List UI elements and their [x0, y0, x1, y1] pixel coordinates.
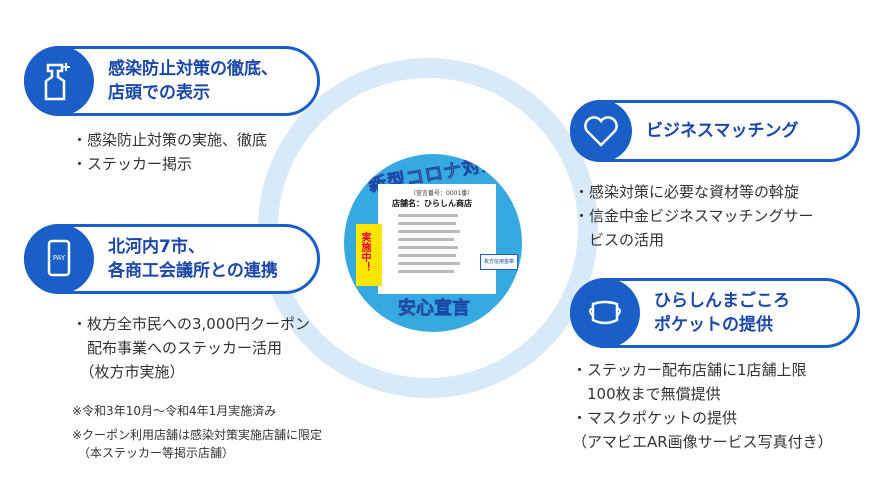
checklist-line [398, 262, 460, 265]
card-region-title: 北河内7市、 各商工会議所との連携 [108, 237, 278, 281]
spray-bottle-icon [24, 46, 94, 116]
sticker-footer: 安心宣言 [398, 298, 471, 320]
card-region-header: PAY 北河内7市、 各商工会議所との連携 [24, 224, 320, 294]
card-business-title: ビジネスマッチング [646, 121, 799, 141]
list-item: ・マスクポケットの提供 （アマビエAR画像サービス写真付き） [572, 409, 833, 451]
svg-text:PAY: PAY [53, 254, 66, 262]
list-item: ・信金中金ビジネスマッチングサー ビスの活用 [574, 207, 814, 249]
face-mask-icon [570, 278, 640, 348]
checklist-line [398, 246, 458, 249]
checklist-line [398, 254, 456, 257]
checklist-line [398, 222, 456, 225]
card-infection-header: 感染防止対策の徹底、 店頭での表示 [24, 46, 320, 116]
checklist-line [398, 270, 454, 273]
card-region-note-1: ※令和3年10月〜令和4年1月実施済み [72, 404, 277, 418]
checklist-line [398, 214, 458, 217]
card-pocket-header: ひらしんまごころ ポケットの提供 [570, 278, 860, 348]
card-region-note-2: ※クーポン利用店舗は感染対策実施店舗に限定 （本ステッカー等掲示店舗） [72, 428, 323, 460]
list-item: ・枚方全市民への3,000円クーポン 配布事業へのステッカー活用 （枚方市実施） [72, 315, 310, 381]
checklist-line [398, 238, 454, 241]
sticker-vertical-text: 実施中！ [359, 232, 370, 272]
list-item: ・ステッカー掲示 [72, 155, 193, 173]
card-pocket-list: ・ステッカー配布店舗に1店舗上限 100枚まで無償提供 ・マスクポケットの提供 … [572, 358, 833, 454]
covid-sticker: 新型コロナ対策 （宣言番号：0001番） 店舗名：ひらしん商店 実施中！ 枚方信… [344, 154, 522, 332]
sticker-yellow-band [356, 224, 382, 286]
list-item: ・感染対策に必要な資材等の斡旋 [574, 183, 800, 201]
card-infection-title: 感染防止対策の徹底、 店頭での表示 [108, 59, 278, 103]
list-item: ・ステッカー配布店舗に1店舗上限 100枚まで無償提供 [572, 361, 807, 403]
card-business-list: ・感染対策に必要な資材等の斡旋 ・信金中金ビジネスマッチングサー ビスの活用 [574, 180, 814, 252]
sticker-logo: 枚方信用金庫 [480, 254, 518, 270]
sticker-registration: （宣言番号：0001番） [410, 190, 474, 197]
sticker-shop-name: 店舗名：ひらしん商店 [392, 199, 472, 208]
handshake-heart-icon [570, 100, 632, 162]
checklist-line [398, 230, 460, 233]
card-region-list: ・枚方全市民への3,000円クーポン 配布事業へのステッカー活用 （枚方市実施） [72, 312, 310, 384]
list-item: ・感染防止対策の実施、徹底 [72, 131, 268, 149]
smartphone-pay-icon: PAY [24, 224, 94, 294]
card-business-header: ビジネスマッチング [570, 100, 860, 162]
card-pocket-title: ひらしんまごころ ポケットの提供 [654, 291, 790, 335]
card-infection-list: ・感染防止対策の実施、徹底 ・ステッカー掲示 [72, 128, 267, 176]
